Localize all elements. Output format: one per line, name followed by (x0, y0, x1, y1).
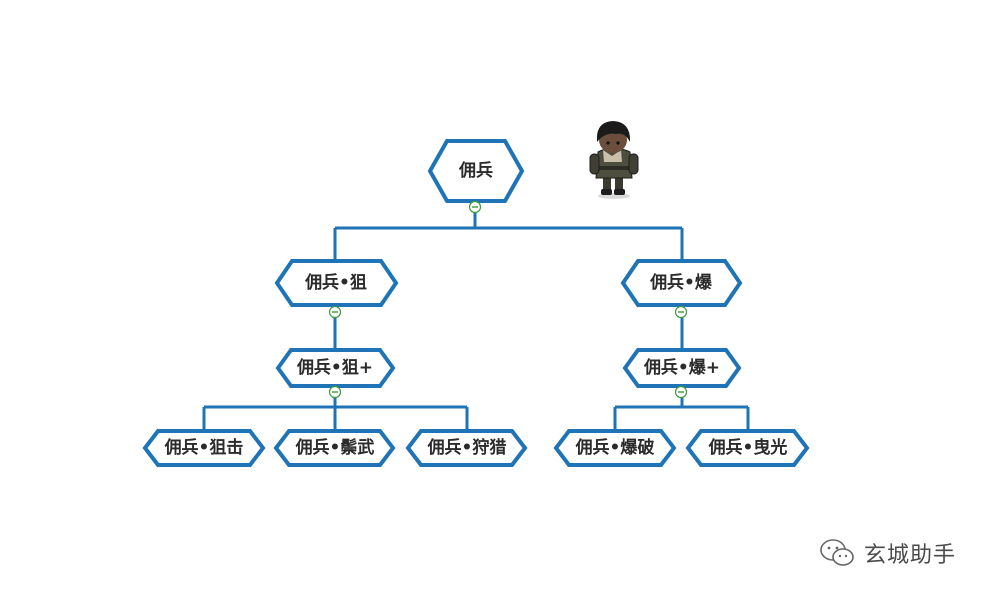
node-root-label: 佣兵 (458, 160, 493, 181)
node-right[interactable]: 佣兵•爆 (620, 259, 743, 307)
node-left-label: 佣兵•狙 (304, 272, 367, 293)
collapse-toggle[interactable] (674, 385, 688, 399)
node-root[interactable]: 佣兵 (427, 139, 525, 203)
node-left-plus[interactable]: 佣兵•狙+ (275, 348, 396, 388)
node-leaf[interactable]: 佣兵•爆破 (553, 429, 677, 467)
connector-root (333, 202, 684, 260)
node-leaf-label: 佣兵•狙击 (164, 437, 244, 458)
node-leaf[interactable]: 佣兵•曳光 (685, 429, 810, 467)
node-leaf[interactable]: 佣兵•狙击 (142, 429, 266, 467)
mercenary-character-image (589, 121, 639, 199)
node-right-plus[interactable]: 佣兵•爆+ (622, 348, 742, 388)
connectors (202, 202, 750, 430)
node-leaf-label: 佣兵•鬃武 (295, 437, 375, 458)
node-leaf-label: 佣兵•狩猎 (427, 437, 507, 458)
watermark: 玄城助手 (818, 537, 956, 569)
collapse-toggle[interactable] (328, 385, 342, 399)
wechat-icon (820, 539, 854, 566)
node-leaf-label: 佣兵•爆破 (575, 437, 655, 458)
collapse-toggle[interactable] (468, 200, 482, 214)
node-leaf[interactable]: 佣兵•狩猎 (405, 429, 528, 467)
node-left-plus-label: 佣兵•狙+ (296, 357, 373, 378)
watermark-text: 玄城助手 (864, 543, 957, 568)
node-right-label: 佣兵•爆 (649, 272, 713, 293)
node-leaf-label: 佣兵•曳光 (708, 437, 788, 458)
collapse-toggle[interactable] (674, 305, 688, 319)
collapse-toggle[interactable] (328, 305, 342, 319)
node-leaf[interactable]: 佣兵•鬃武 (273, 429, 396, 467)
node-left[interactable]: 佣兵•狙 (274, 259, 399, 307)
node-right-plus-label: 佣兵•爆+ (643, 357, 720, 378)
